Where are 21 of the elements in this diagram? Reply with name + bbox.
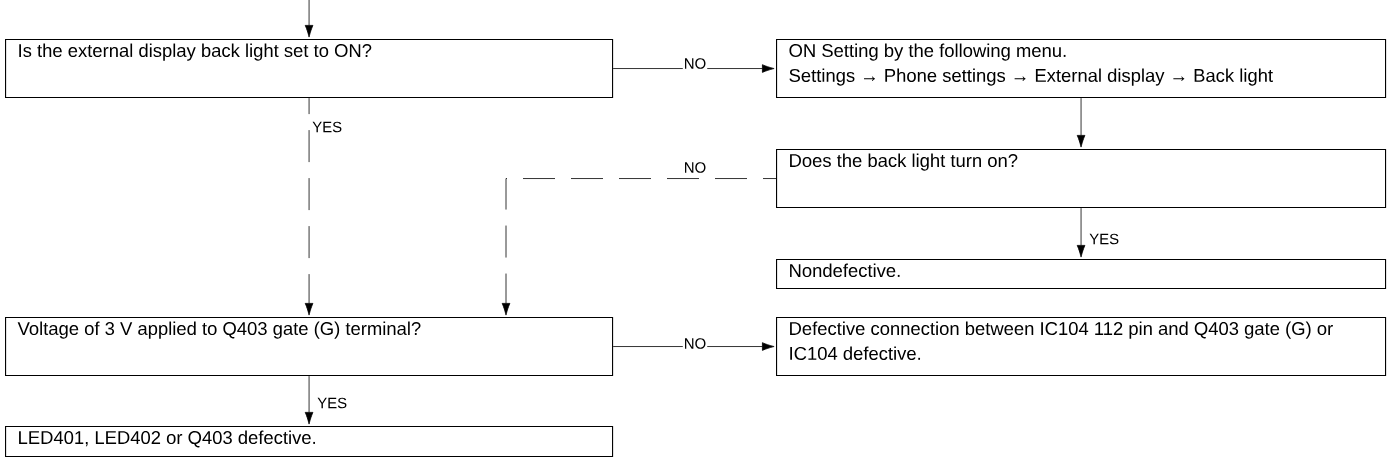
edge-label: NO [682, 337, 708, 350]
process-box: Defective connection between IC104 112 pin and Q403 gate (G) or IC104 defective. [776, 317, 1387, 377]
arrow [501, 178, 777, 316]
process-box: Does the back light turn on? [776, 149, 1387, 209]
process-box: Is the external display back light set to ON? [5, 39, 614, 99]
process-box: ON Setting by the following menu. Settings → Phone settings → External display → Back light [776, 39, 1387, 99]
process-box: Nondefective. [776, 259, 1387, 290]
process-box: LED401, LED402 or Q403 defective. [5, 426, 614, 458]
arrow [304, 0, 314, 38]
arrow [1076, 207, 1086, 258]
edge-label: YES [1088, 232, 1121, 246]
arrow [612, 64, 775, 73]
arrow [612, 342, 775, 351]
arrow [1076, 97, 1086, 148]
edge-label: NO [682, 161, 708, 174]
arrow [304, 375, 314, 425]
process-box: Voltage of 3 V applied to Q403 gate (G) terminal? [5, 317, 614, 377]
edge-label: YES [311, 120, 344, 134]
edge-label: NO [682, 57, 708, 70]
arrow [304, 97, 314, 316]
edge-label: YES [316, 396, 349, 410]
